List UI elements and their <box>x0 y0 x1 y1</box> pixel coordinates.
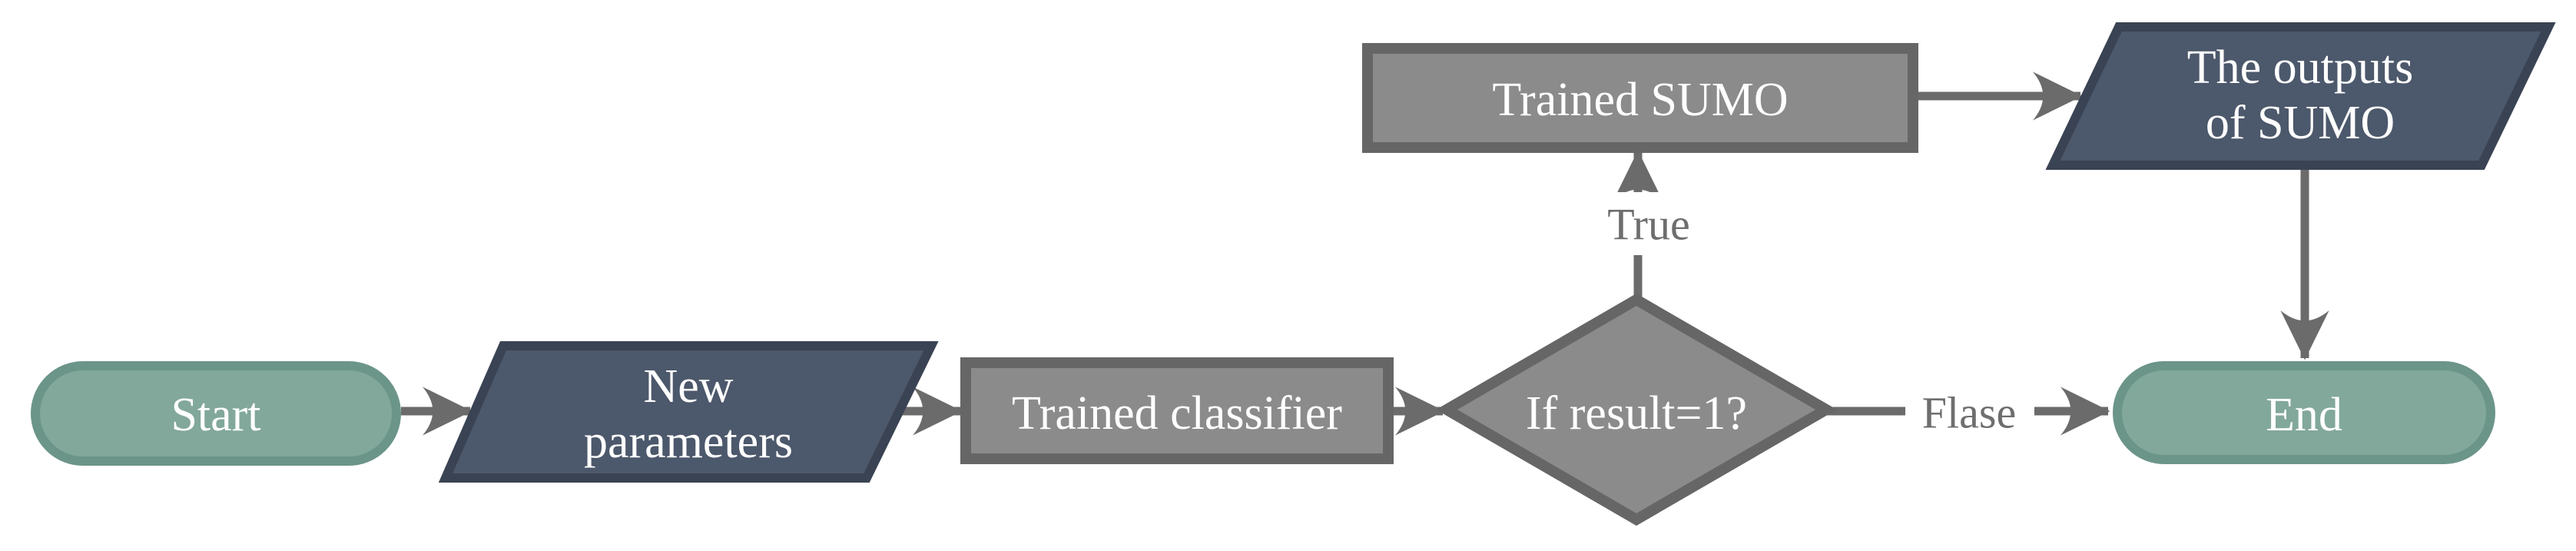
false-label-plate <box>1905 380 2034 444</box>
node-start <box>31 361 401 466</box>
node-trained-sumo <box>1362 43 1918 153</box>
node-decision <box>1436 293 1837 526</box>
true-label-plate <box>1595 192 1706 255</box>
node-trained-classifier <box>960 357 1394 464</box>
node-outputs-of-sumo <box>2045 22 2556 170</box>
node-end <box>2113 361 2495 464</box>
node-new-parameters <box>438 341 939 483</box>
